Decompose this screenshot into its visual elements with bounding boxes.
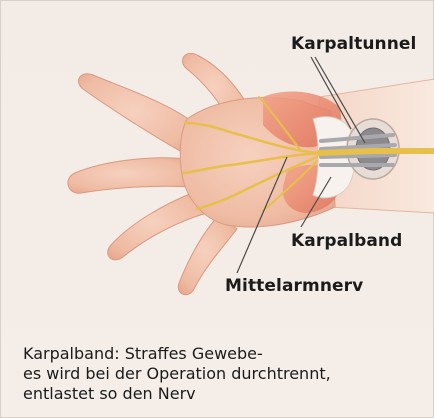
caption-line: entlastet so den Nerv bbox=[23, 384, 331, 404]
label-karpaltunnel: Karpaltunnel bbox=[291, 34, 417, 54]
label-mittelarmnerv: Mittelarmnerv bbox=[225, 276, 363, 296]
middle-finger bbox=[68, 158, 193, 193]
label-karpalband: Karpalband bbox=[291, 231, 402, 251]
ring-finger bbox=[108, 191, 207, 260]
caption-line: es wird bei der Operation durchtrennt, bbox=[23, 364, 331, 384]
caption: Karpalband: Straffes Gewebe- es wird bei… bbox=[23, 344, 331, 404]
caption-line: Karpalband: Straffes Gewebe- bbox=[23, 344, 331, 364]
